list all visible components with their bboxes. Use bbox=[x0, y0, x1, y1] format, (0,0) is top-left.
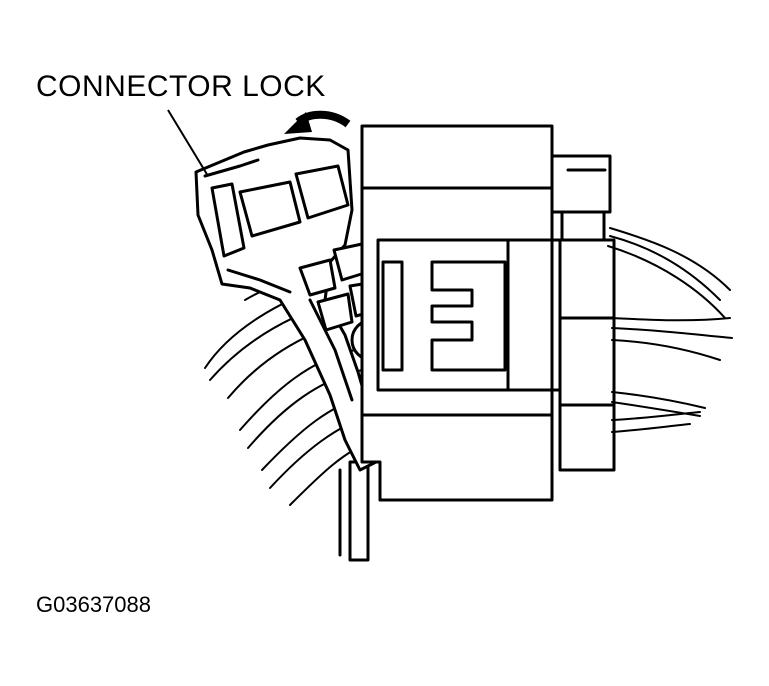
terminal-cover bbox=[550, 154, 616, 472]
mounting-bracket bbox=[338, 460, 370, 562]
wire-bundle-left bbox=[204, 277, 376, 506]
connector-lock-lever bbox=[194, 136, 394, 472]
figure-id: G03637088 bbox=[36, 592, 151, 617]
callout-leader-line bbox=[167, 109, 209, 177]
curved-arrow-icon bbox=[284, 110, 351, 134]
connector-housing bbox=[360, 124, 562, 502]
connector-lock-label: CONNECTOR LOCK bbox=[36, 70, 326, 103]
wire-bundle-right bbox=[607, 227, 733, 433]
